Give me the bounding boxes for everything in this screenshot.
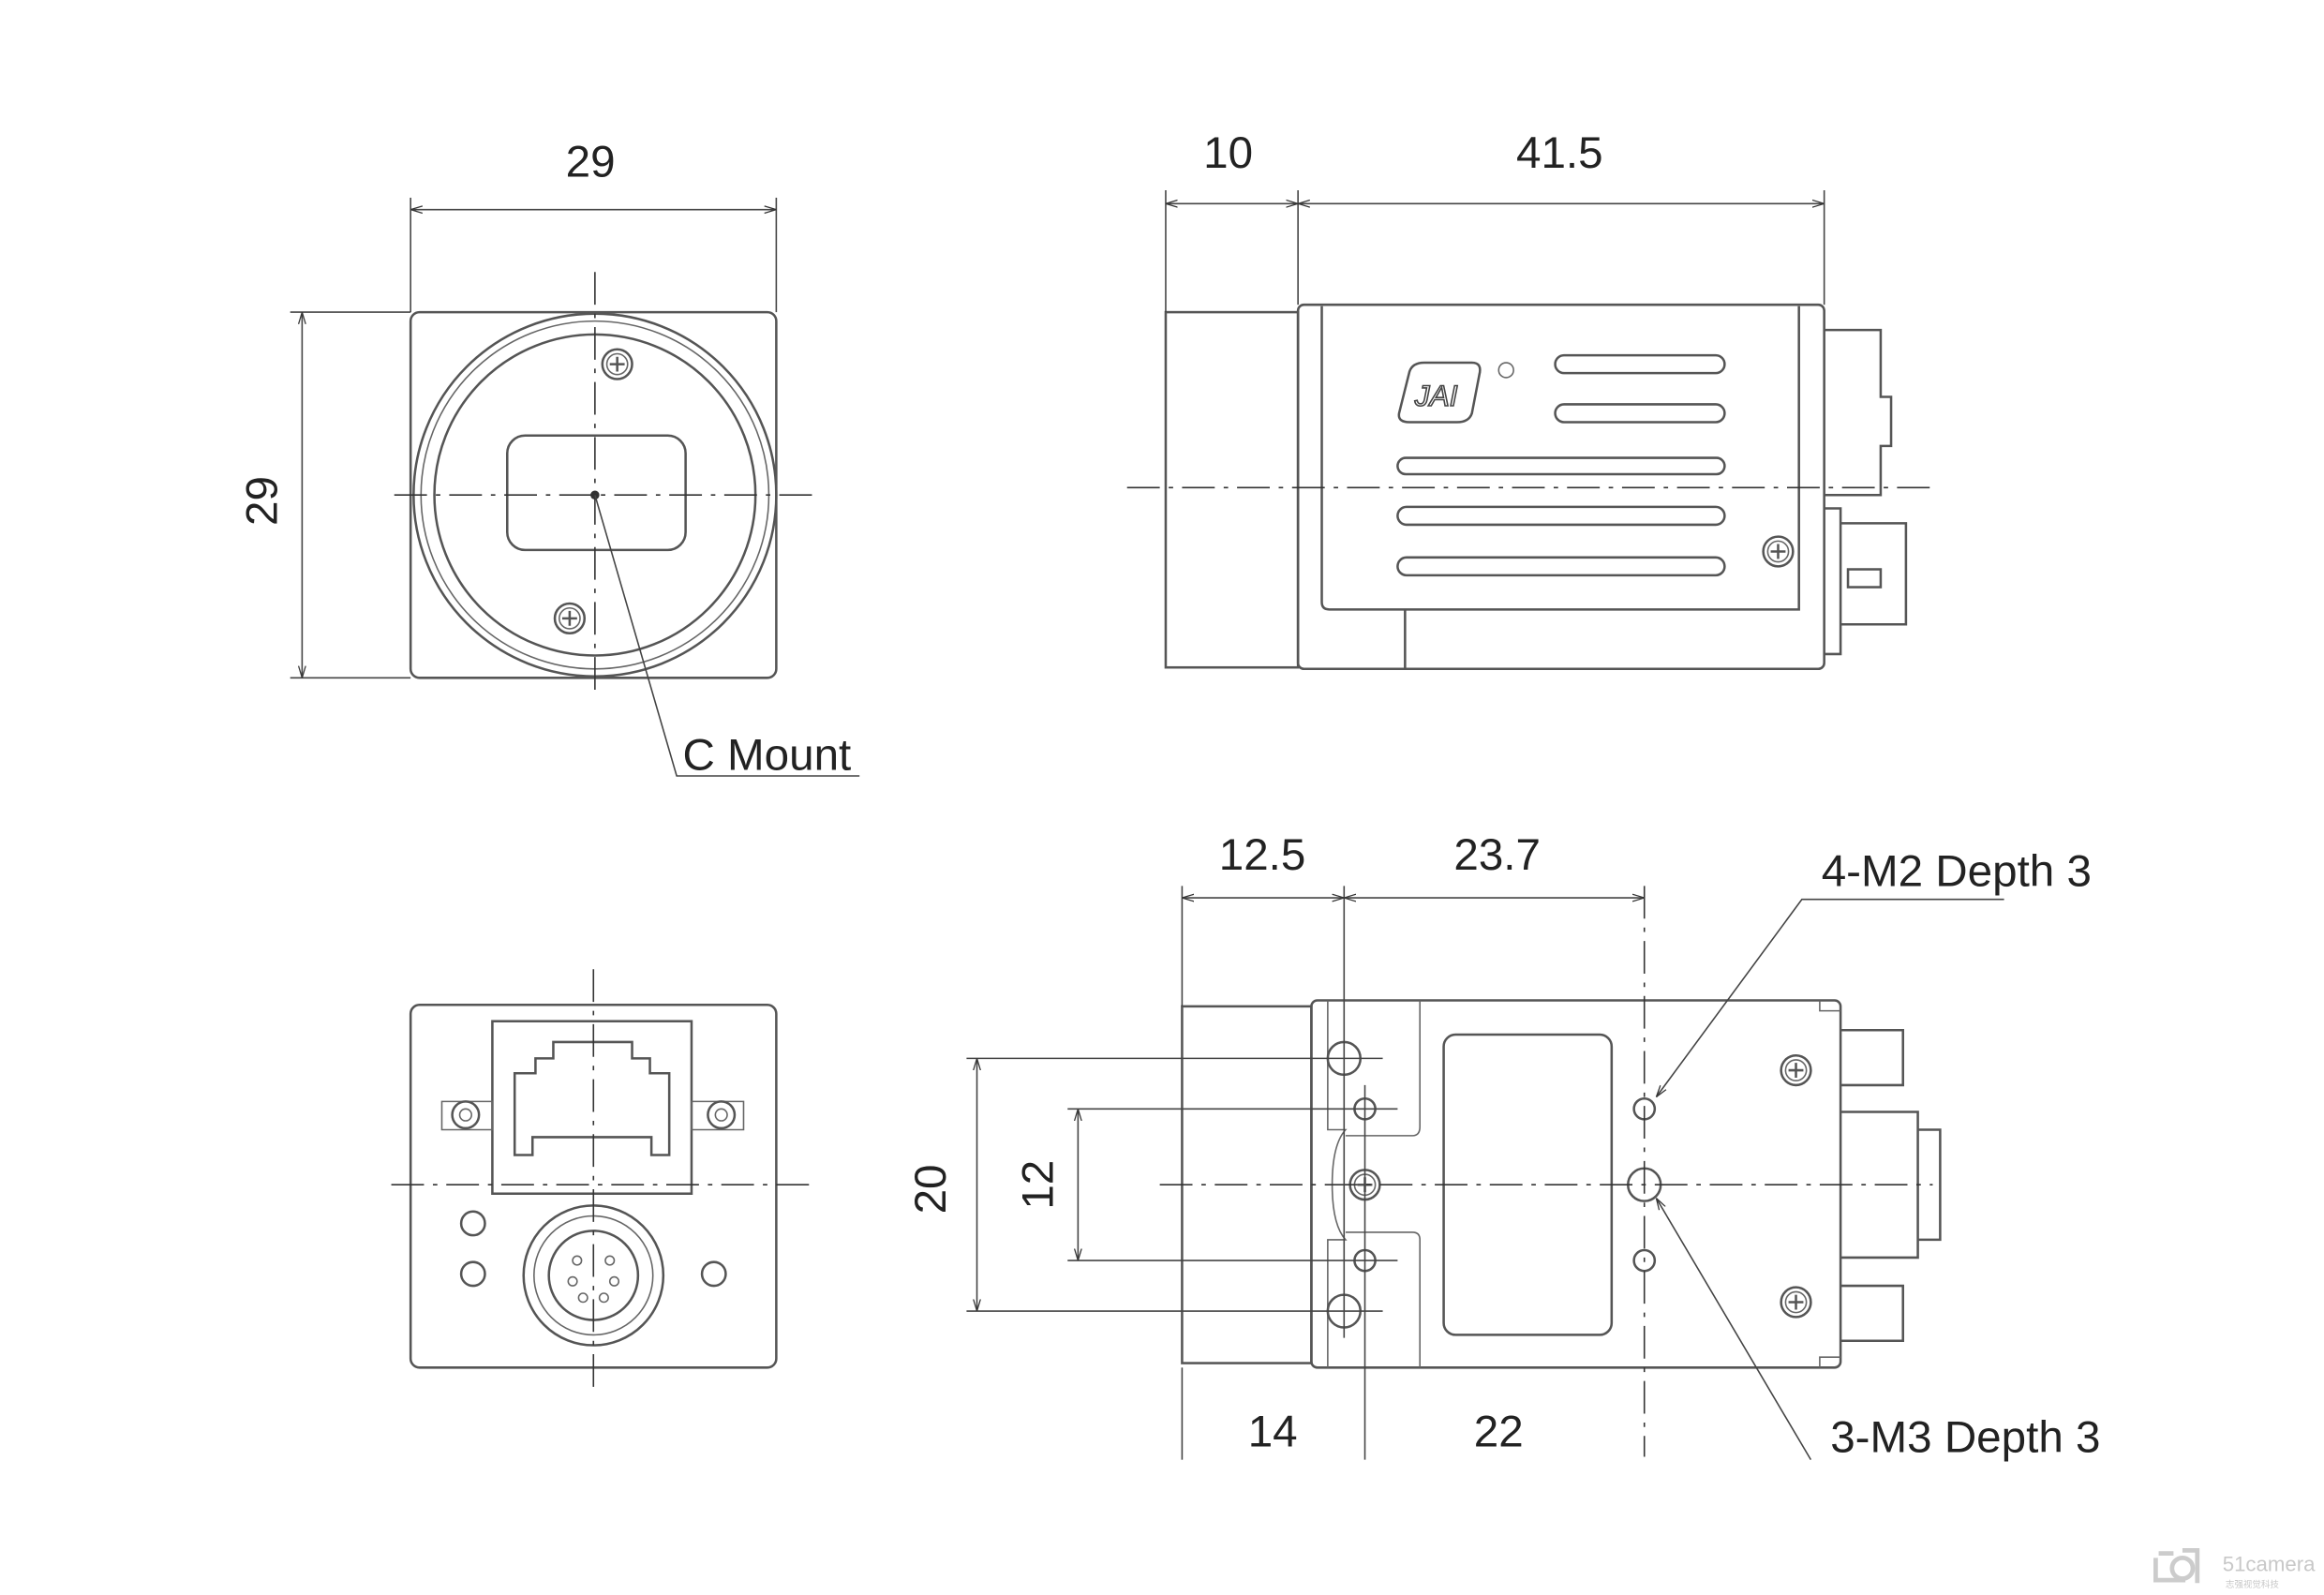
front-height-dim: 29 (237, 476, 287, 526)
dim-14: 14 (1248, 1407, 1298, 1456)
thumbscrew-icon (440, 1100, 494, 1131)
logo-text: JAI (1414, 379, 1458, 412)
dim-12: 12 (1013, 1160, 1063, 1210)
dim-12-5: 12.5 (1219, 830, 1306, 880)
screw-icon (601, 348, 633, 380)
watermark-subtitle: 志强视觉科技 (2226, 1579, 2280, 1590)
screw-icon (553, 602, 587, 634)
dim-22: 22 (1474, 1407, 1524, 1456)
dim-23-7: 23.7 (1453, 830, 1541, 880)
screw-icon (1780, 1053, 1812, 1087)
rear-view (391, 969, 815, 1391)
screw-icon (1780, 1286, 1812, 1319)
watermark-brand: 51camera (2223, 1553, 2316, 1576)
watermark-logo-icon (2153, 1548, 2200, 1584)
m2-hole-label: 4-M2 Depth 3 (1822, 846, 2092, 896)
front-view: 29 29 C Mount (237, 138, 860, 781)
body-length-dim: 41.5 (1516, 128, 1603, 178)
side-view: JAI 10 41.5 (1126, 128, 1933, 671)
c-mount-label: C Mount (682, 731, 851, 781)
lens-length-dim: 10 (1203, 128, 1253, 178)
bottom-view: 12.5 23.7 20 12 14 22 4-M2 Depth 3 3-M3 … (906, 830, 2100, 1463)
m3-hole-label: 3-M3 Depth 3 (1830, 1413, 2100, 1463)
front-width-dim: 29 (566, 138, 616, 187)
jai-logo: JAI (1397, 361, 1514, 424)
thumbscrew-icon (691, 1100, 745, 1131)
dim-20: 20 (906, 1165, 956, 1215)
watermark: 51camera 志强视觉科技 (2153, 1548, 2316, 1590)
ethernet-port-icon (513, 1040, 671, 1156)
screw-icon (1762, 535, 1795, 568)
